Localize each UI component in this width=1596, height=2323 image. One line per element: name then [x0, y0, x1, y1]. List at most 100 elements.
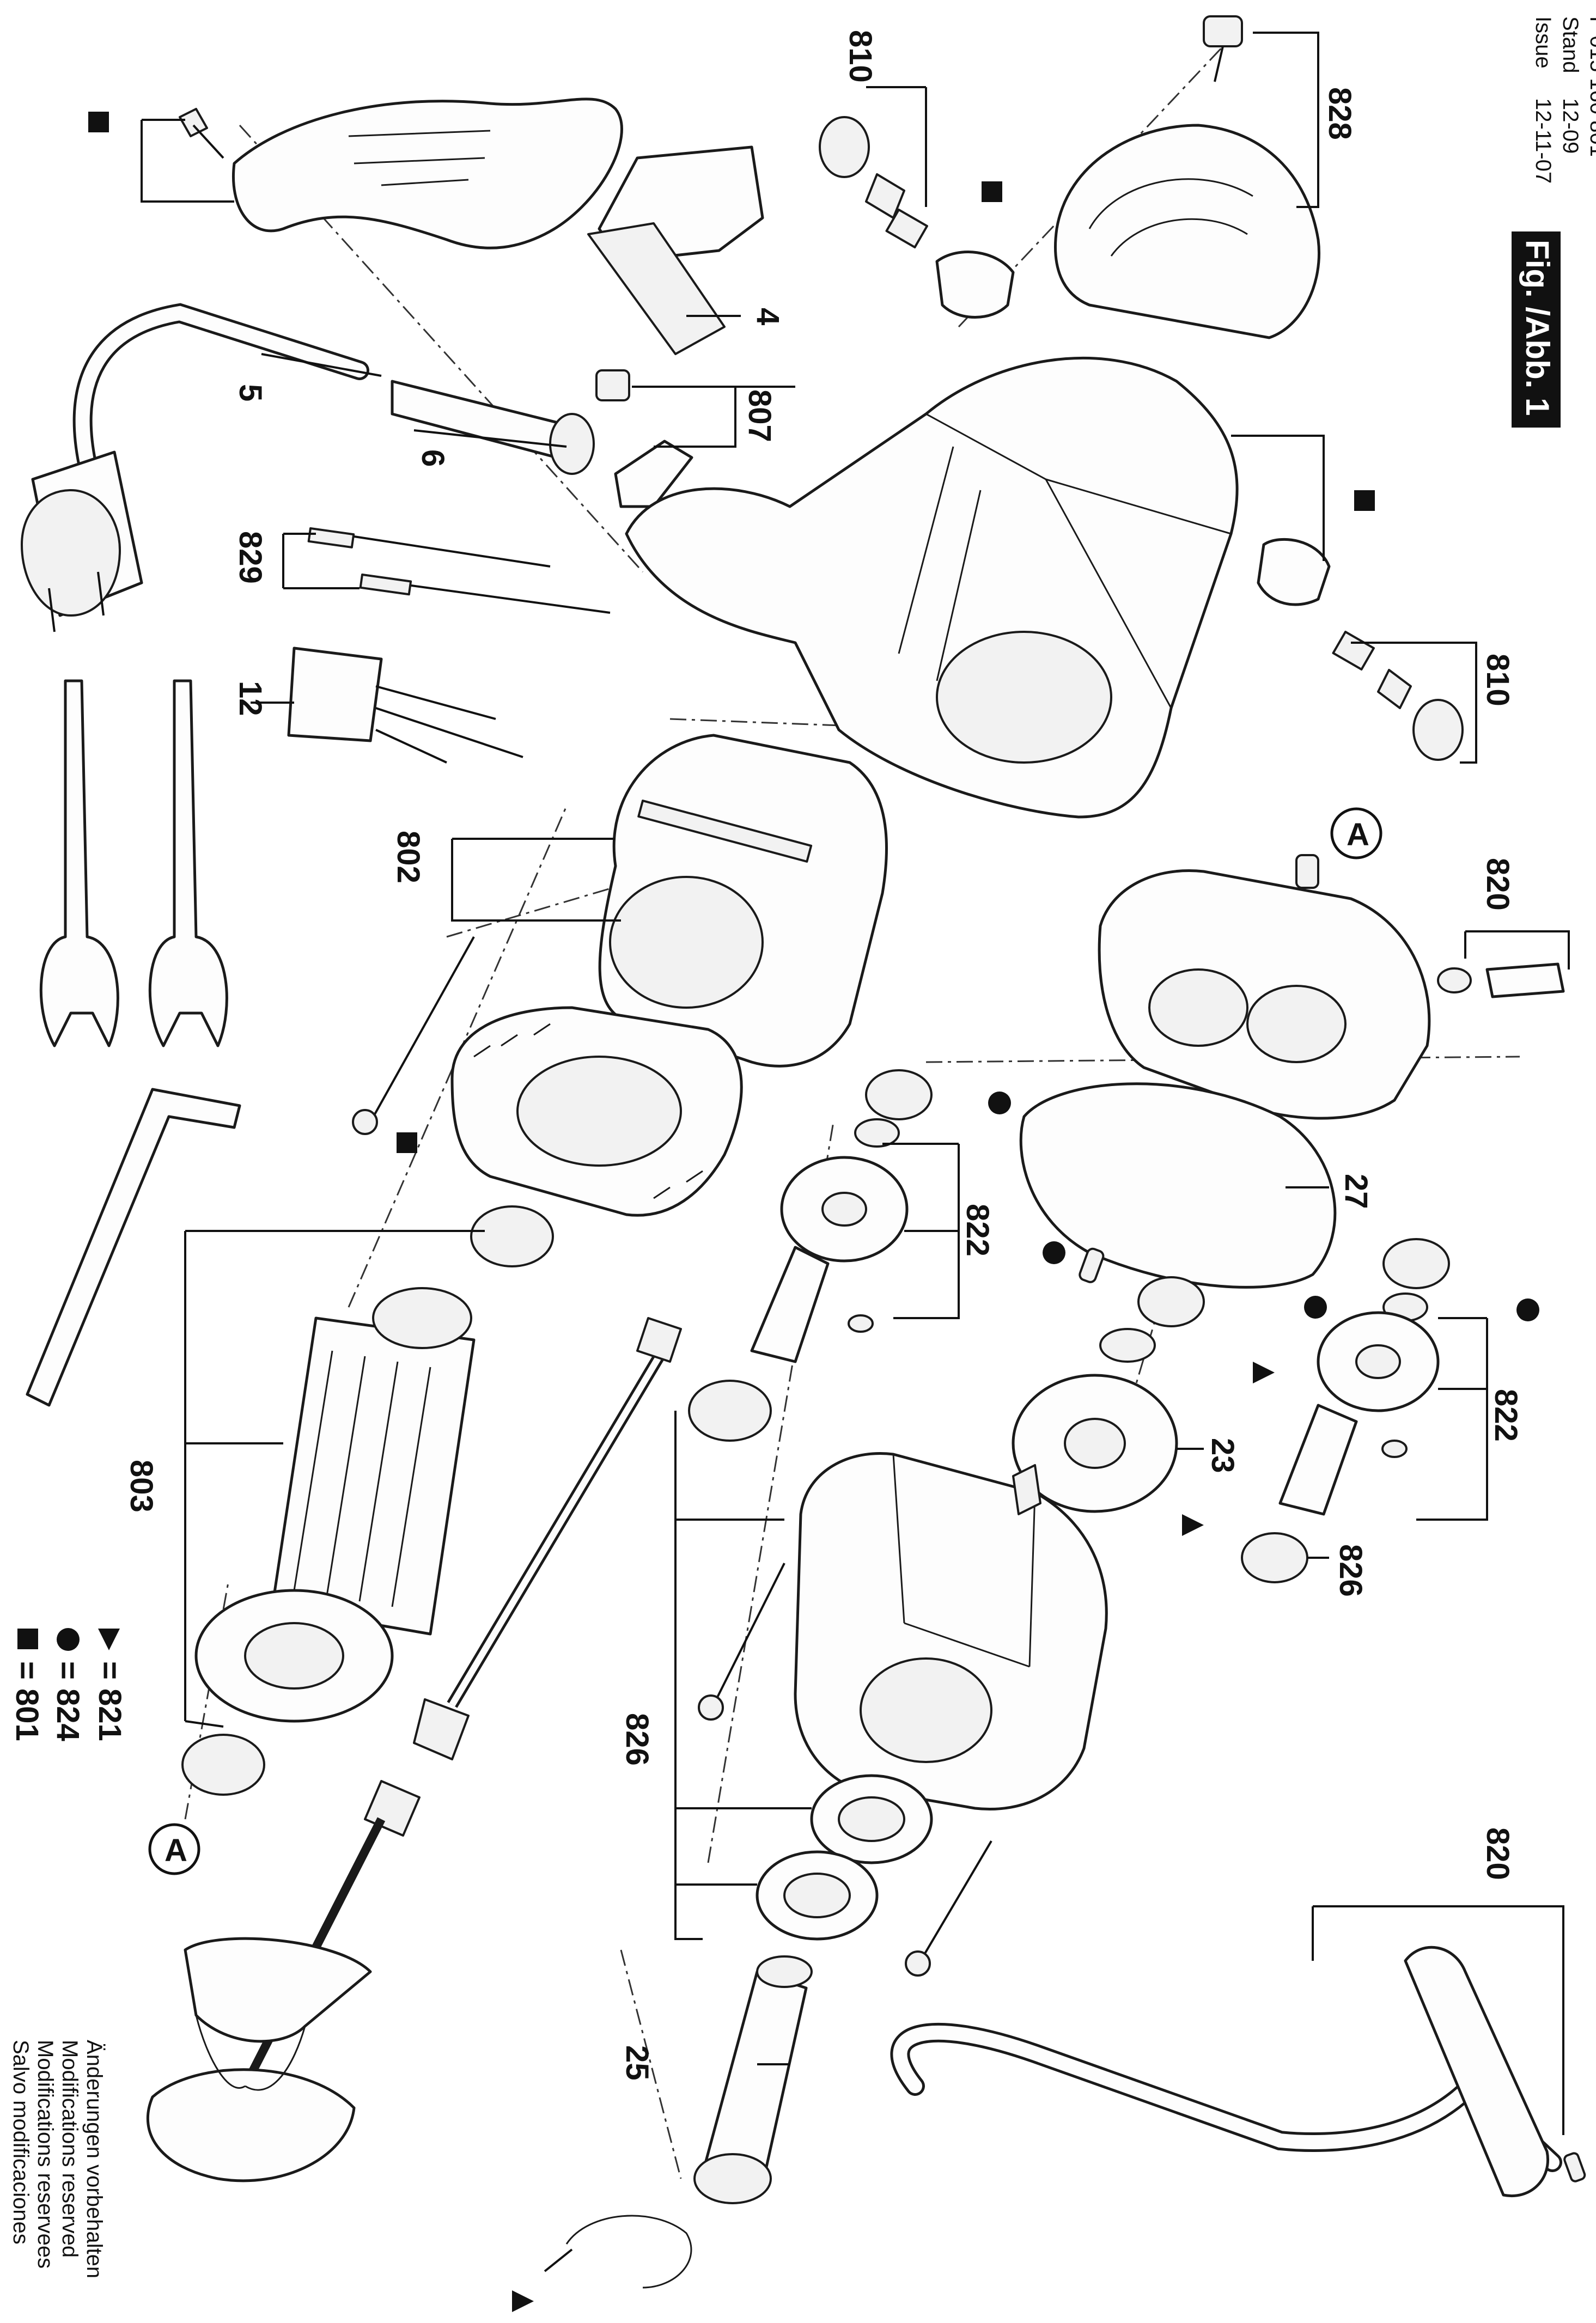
doc-number: F 015 160 801: [1586, 16, 1596, 157]
gear-housing: [794, 1452, 1108, 1810]
part-number: 807: [742, 389, 777, 442]
armature-hub: [244, 1622, 344, 1690]
fan-guide-center: [516, 1056, 682, 1167]
key: [1381, 1440, 1408, 1458]
axis-line: [620, 1949, 682, 2179]
part-number-labels: 4 5 6 807 829 12 810 828 810 802 820 27 …: [124, 30, 1524, 2081]
key: [848, 1314, 874, 1333]
fan-guide-teeth: [473, 1023, 703, 1199]
part-number: 820: [1480, 1827, 1515, 1880]
circlip: [854, 1118, 900, 1148]
part-number: 6: [415, 449, 450, 467]
handle-grip: [1404, 1946, 1549, 2197]
legend-circle-text: = 824: [50, 1661, 86, 1741]
washer: [1437, 967, 1472, 993]
suppressor-body: [287, 647, 383, 742]
stator-bore: [609, 876, 764, 1009]
gear-housing-hardware: [688, 1380, 992, 1977]
legend-circle: [57, 1628, 80, 1651]
bracket: [1351, 642, 1477, 764]
part-number: 23: [1205, 1438, 1240, 1473]
housing-opening: [936, 631, 1112, 764]
brush-spring: [1377, 669, 1412, 709]
part-number: 12: [233, 681, 268, 716]
callout-a-bottom: A: [148, 1823, 200, 1875]
brush-lead: [359, 574, 412, 596]
switch-trigger: [587, 222, 726, 355]
gear-set-left: [750, 1069, 933, 1363]
bracket: [1253, 32, 1319, 208]
header-block: F 015 160 801 Stand Issue 12-09 12-11-07: [1531, 16, 1596, 184]
bearing: [688, 1380, 772, 1442]
paddle-top-blade: [184, 1937, 372, 2043]
clamp-screw-head: [595, 369, 630, 401]
part-number: 828: [1322, 87, 1357, 140]
bracket: [674, 1411, 812, 1940]
circle-marker: [1304, 1296, 1327, 1319]
spindle-tip: [756, 1955, 813, 1988]
handle-cover-body: [232, 97, 623, 249]
part-number: 27: [1338, 1174, 1374, 1209]
bracket: [1312, 1905, 1564, 2135]
cover-screw-head: [1203, 15, 1243, 47]
part-number: 4: [750, 308, 785, 325]
field-stator: [352, 734, 888, 1135]
bearing: [1241, 1532, 1308, 1583]
open-end-wrench: [39, 679, 119, 1047]
hex-key: [26, 1088, 241, 1407]
cover-screw: [179, 108, 208, 137]
housing-bolt: [919, 1840, 992, 1962]
leader: [413, 429, 567, 448]
cover-pin: [1295, 854, 1319, 889]
handle-bar-inner: [893, 2025, 1560, 2169]
shaft-seal-inner: [783, 1873, 851, 1918]
axis-line: [446, 865, 687, 938]
bracket: [866, 86, 927, 207]
legend-triangle-text: = 821: [92, 1661, 127, 1741]
cover-screw-shaft: [1214, 46, 1224, 82]
suppressor-lead: [375, 685, 496, 720]
bracket: [282, 533, 360, 589]
armature-core: [271, 1316, 476, 1636]
issue-value: 12-11-07: [1531, 98, 1555, 184]
plug-pin: [48, 588, 56, 632]
gasket: [1019, 1082, 1337, 1289]
brush-block: [885, 209, 928, 248]
suppressor-lead: [375, 707, 523, 758]
stand-value: 12-09: [1558, 98, 1582, 154]
figure-label: Fig. /Abb. 1: [1512, 231, 1561, 428]
housing-edges: [898, 413, 1232, 709]
gear-housing-bore: [860, 1657, 992, 1763]
brush-cap: [1412, 699, 1464, 761]
part-number: 826: [619, 1713, 655, 1766]
part-number: 822: [960, 1204, 995, 1257]
bracket: [1231, 435, 1325, 561]
stator-bolt: [369, 936, 475, 1123]
stand-label: Stand: [1558, 16, 1582, 74]
spindle-end: [693, 2153, 772, 2204]
triangle-marker: [512, 2290, 534, 2312]
spindle: [544, 1955, 813, 2289]
power-cord: [21, 303, 595, 632]
note-es: Salvo modificaciones: [9, 2040, 33, 2245]
side-handle: [890, 1946, 1586, 2197]
main-gear-hub: [1064, 1418, 1126, 1469]
housing-bolt-head: [698, 1694, 724, 1721]
cord-sleeve-end: [549, 413, 595, 475]
square-marker: [982, 181, 1002, 202]
gear-cover-body: [1054, 124, 1320, 339]
part-number: 803: [124, 1460, 159, 1513]
handle-cover: [179, 97, 623, 249]
legend-square: [17, 1629, 38, 1649]
bracket: [1464, 930, 1570, 970]
bearing: [865, 1069, 933, 1120]
part-number: 810: [843, 30, 878, 83]
circle-marker: [1043, 1241, 1065, 1264]
housing-bolt: [712, 1563, 785, 1705]
fan-guide: [450, 1006, 743, 1217]
gear-cover-ribs: [1088, 178, 1253, 257]
paddle-ring: [146, 2068, 356, 2182]
brush-lead: [307, 527, 355, 548]
brush-holder-right: [1257, 538, 1464, 761]
